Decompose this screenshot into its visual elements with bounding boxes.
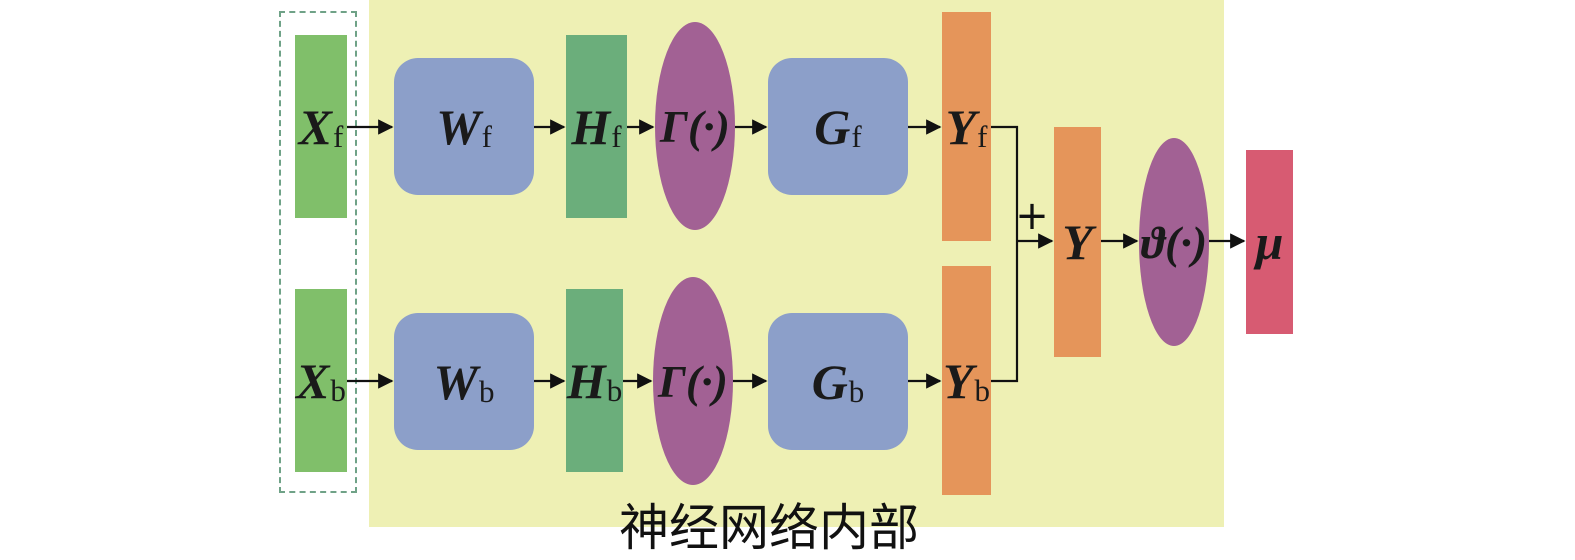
line-yf-merge bbox=[991, 125, 1019, 241]
merged-y-label: Y bbox=[1062, 214, 1093, 270]
hidden-hb-sub: b bbox=[606, 373, 623, 409]
line-yb-merge bbox=[991, 241, 1019, 383]
merged-y-block: Y bbox=[1054, 127, 1101, 357]
activation-gamma-bottom: Γ(·) bbox=[653, 277, 733, 485]
output-yf-label: Y bbox=[945, 98, 977, 155]
activation-gamma-bottom-label: Γ(·) bbox=[658, 355, 728, 407]
output-yb-label: Y bbox=[942, 352, 974, 409]
output-yf-sub: f bbox=[977, 119, 988, 155]
gen-gf-label: G bbox=[814, 98, 851, 155]
activation-theta-label: ϑ(·) bbox=[1140, 216, 1208, 268]
gen-gb-sub: b bbox=[848, 374, 865, 410]
hidden-hb-label: H bbox=[566, 352, 606, 409]
activation-theta: ϑ(·) bbox=[1139, 138, 1209, 346]
region-caption: 神经网络内部 bbox=[619, 499, 919, 557]
input-xb-label: X bbox=[296, 352, 330, 409]
gen-gf-sub: f bbox=[851, 119, 862, 155]
activation-gamma-top-label: Γ(·) bbox=[660, 100, 730, 152]
result-mu-label: μ bbox=[1255, 214, 1284, 270]
input-xf-label: X bbox=[298, 98, 333, 155]
input-group-box bbox=[279, 11, 357, 493]
weight-wb-sub: b bbox=[478, 374, 495, 410]
output-yb-sub: b bbox=[974, 373, 991, 409]
weight-wf-sub: f bbox=[481, 119, 492, 155]
result-mu-block: μ bbox=[1246, 150, 1293, 334]
input-xf-sub: f bbox=[333, 119, 344, 155]
sum-plus-label: + bbox=[1015, 193, 1049, 239]
sum-plus-sign: + bbox=[1014, 193, 1050, 239]
weight-wf-label: W bbox=[436, 98, 481, 155]
input-xb-sub: b bbox=[330, 373, 346, 409]
gen-gb-label: G bbox=[811, 353, 848, 410]
activation-gamma-top: Γ(·) bbox=[655, 22, 735, 230]
hidden-hf-sub: f bbox=[611, 119, 622, 155]
hidden-hf-label: H bbox=[571, 98, 611, 155]
weight-wb-label: W bbox=[433, 353, 478, 410]
